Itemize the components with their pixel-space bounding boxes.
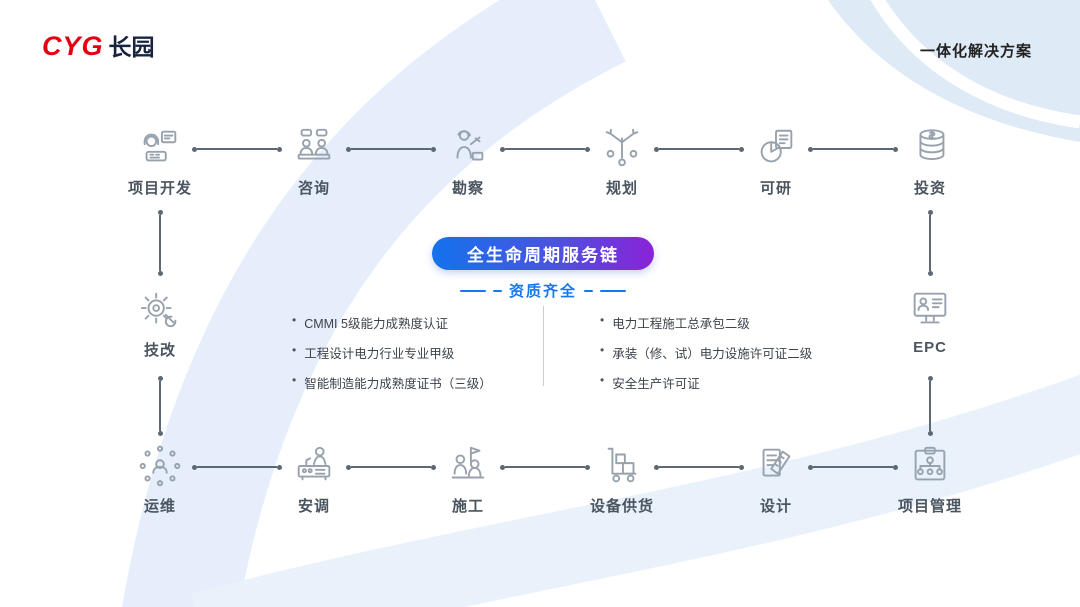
stage-label: 项目开发	[127, 180, 193, 197]
stage-investment: 投资	[906, 124, 954, 198]
connector-line	[192, 464, 282, 470]
connector-line	[808, 464, 898, 470]
qualification-item: • 承装（修、试）电力设施许可证二级	[600, 343, 860, 362]
stage-label: 运维	[143, 498, 176, 515]
stage-design: 设计	[752, 442, 800, 516]
clipboard-orgchart-icon	[906, 442, 954, 490]
stage-technical-renovation: 技改	[136, 286, 184, 360]
stage-project-management: 项目管理	[898, 442, 962, 516]
qualification-item: • 电力工程施工总承包二级	[600, 313, 860, 332]
qualification-item: • 智能制造能力成熟度证书（三级）	[292, 373, 537, 392]
connector-line	[500, 464, 590, 470]
qualification-text: 智能制造能力成熟度证书（三级）	[304, 377, 492, 391]
gear-wrench-icon	[136, 286, 184, 334]
qualification-list-left: • CMMI 5级能力成熟度认证 • 工程设计电力行业专业甲级 • 智能制造能力成熟度…	[292, 313, 537, 392]
connector-line	[157, 210, 163, 276]
connector-line	[157, 376, 163, 436]
qualification-list-right: • 电力工程施工总承包二级 • 承装（修、试）电力设施许可证二级 • 安全生产许可证	[600, 313, 860, 392]
connector-line	[927, 376, 933, 436]
bullet-dot: •	[292, 373, 297, 387]
qualification-item: • CMMI 5级能力成熟度认证	[292, 313, 537, 332]
lifecycle-badge: 全生命周期服务链	[432, 237, 654, 270]
connector-line	[346, 146, 436, 152]
stage-label: 勘察	[451, 180, 484, 197]
qualification-item: • 工程设计电力行业专业甲级	[292, 343, 537, 362]
logo-changyuan-text: 长园	[108, 34, 155, 60]
slide-tagline: 一体化解决方案	[919, 43, 1032, 60]
stage-label: 设计	[759, 498, 792, 515]
stage-label: 设备供货	[589, 498, 655, 515]
surveyor-icon	[444, 124, 492, 172]
network-person-icon	[136, 442, 184, 490]
qualification-divider	[543, 306, 544, 386]
stage-installation-commissioning: 安调	[290, 442, 338, 516]
stage-label: 投资	[913, 180, 946, 197]
stage-label: 施工	[451, 498, 484, 515]
qualification-text: 安全生产许可证	[612, 377, 700, 391]
bullet-dot: •	[292, 343, 297, 357]
stage-label: 咨询	[297, 180, 330, 197]
subtitle-tick-left	[492, 289, 502, 292]
connector-line	[927, 210, 933, 276]
bullet-dot: •	[600, 313, 605, 327]
connector-line	[346, 464, 436, 470]
pie-chart-doc-icon	[752, 124, 800, 172]
stage-label: 安调	[297, 498, 330, 515]
stage-consulting: 咨询	[290, 124, 338, 198]
coins-icon	[906, 124, 954, 172]
bullet-dot: •	[600, 373, 605, 387]
stage-construction: 施工	[444, 442, 492, 516]
qualification-text: CMMI 5级能力成熟度认证	[304, 317, 448, 331]
control-console-icon	[290, 442, 338, 490]
qualification-item: • 安全生产许可证	[600, 373, 860, 392]
meeting-icon	[290, 124, 338, 172]
stage-label: 规划	[605, 180, 638, 197]
stage-label: 技改	[143, 342, 176, 359]
connector-line	[654, 146, 744, 152]
connector-line	[500, 146, 590, 152]
stage-epc: EPC	[906, 286, 954, 356]
qualification-subtitle: 资质齐全	[508, 283, 577, 300]
company-logo: CYG 长园	[42, 28, 155, 62]
branching-icon	[598, 124, 646, 172]
stage-label: 项目管理	[897, 498, 963, 515]
hand-truck-icon	[598, 442, 646, 490]
bullet-dot: •	[292, 313, 297, 327]
stage-equipment-supply: 设备供货	[590, 442, 654, 516]
subtitle-line-right	[600, 289, 626, 292]
qualification-text: 电力工程施工总承包二级	[612, 317, 750, 331]
qualification-text: 承装（修、试）电力设施许可证二级	[612, 347, 813, 361]
qualification-text: 工程设计电力行业专业甲级	[304, 347, 455, 361]
ruler-document-icon	[752, 442, 800, 490]
connector-line	[808, 146, 898, 152]
headset-monitor-icon	[136, 124, 184, 172]
stage-label: 可研	[759, 180, 792, 197]
connector-line	[192, 146, 282, 152]
qualification-subtitle-row: 资质齐全	[432, 280, 654, 301]
workers-flag-icon	[444, 442, 492, 490]
connector-line	[654, 464, 744, 470]
stage-label: EPC	[913, 339, 947, 356]
subtitle-line-left	[459, 289, 486, 292]
logo-cyg-text: CYG	[42, 31, 104, 61]
stage-project-development: 项目开发	[128, 124, 192, 198]
stage-feasibility: 可研	[752, 124, 800, 198]
subtitle-tick-right	[584, 289, 593, 292]
stage-planning: 规划	[598, 124, 646, 198]
monitor-person-icon	[906, 286, 954, 334]
bullet-dot: •	[600, 343, 605, 357]
stage-survey: 勘察	[444, 124, 492, 198]
stage-operation-maintenance: 运维	[136, 442, 184, 516]
